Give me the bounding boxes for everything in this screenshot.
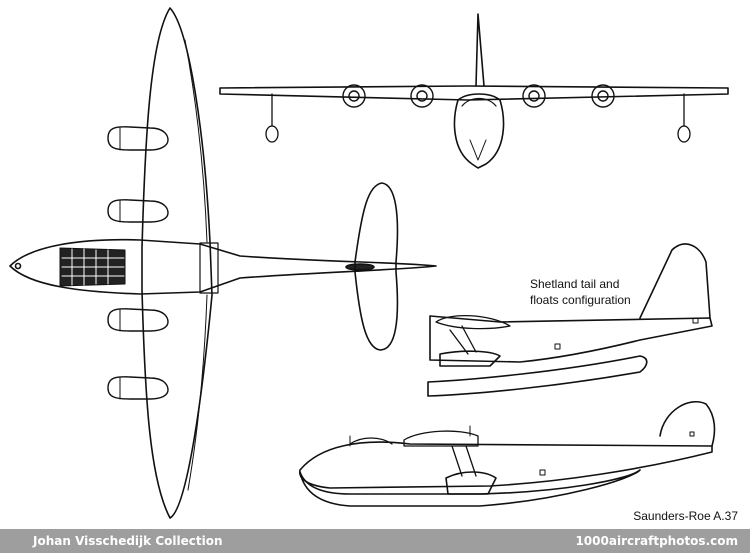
- shetland-fuselage: [429, 315, 713, 363]
- main-hull-bottom: [299, 469, 641, 507]
- shetland-engine: [435, 314, 511, 330]
- main-fin: [659, 401, 716, 447]
- side-view-shetland: [427, 243, 713, 397]
- front-fin: [475, 13, 485, 87]
- main-engine: [403, 430, 479, 447]
- footer-collection-credit: Johan Visschedijk Collection: [33, 534, 223, 548]
- front-engines: [342, 84, 615, 108]
- plan-hull-marking: [345, 263, 375, 271]
- aircraft-three-view-drawing: [9, 7, 729, 519]
- front-cockpit: [461, 97, 497, 107]
- main-aerial: [349, 425, 471, 447]
- shetland-hull-step: [427, 355, 648, 397]
- footer-bar: Johan Visschedijk Collection 1000aircraf…: [0, 529, 750, 553]
- plan-nose-dot: [14, 262, 22, 270]
- plan-wing: [141, 7, 213, 519]
- annotation-text: Shetland tail and floats configuration: [530, 276, 660, 308]
- annotation-line-2: floats configuration: [530, 293, 631, 307]
- shetland-fin: [639, 243, 711, 319]
- plan-view: [9, 7, 437, 519]
- front-hull: [453, 93, 505, 169]
- plan-cockpit-framing: [59, 247, 126, 287]
- main-strut: [451, 445, 477, 477]
- shetland-strut: [449, 325, 477, 355]
- main-float: [445, 471, 497, 495]
- plan-wing-flap-line: [184, 39, 208, 491]
- main-cockpit: [349, 437, 393, 445]
- side-view-main: [299, 401, 716, 507]
- footer-site-link[interactable]: 1000aircraftphotos.com: [575, 534, 738, 548]
- front-view: [219, 13, 729, 169]
- main-fuselage: [299, 441, 713, 489]
- shetland-float: [439, 350, 501, 367]
- front-wing: [219, 85, 729, 101]
- plan-wing-root-box: [199, 242, 219, 294]
- plan-hull: [9, 238, 437, 295]
- annotation-line-1: Shetland tail and: [530, 277, 620, 291]
- aircraft-caption: Saunders-Roe A.37: [633, 509, 738, 523]
- plan-engine-nacelles: [107, 126, 169, 400]
- plan-tailplane: [354, 182, 399, 351]
- front-wing-floats: [265, 93, 691, 143]
